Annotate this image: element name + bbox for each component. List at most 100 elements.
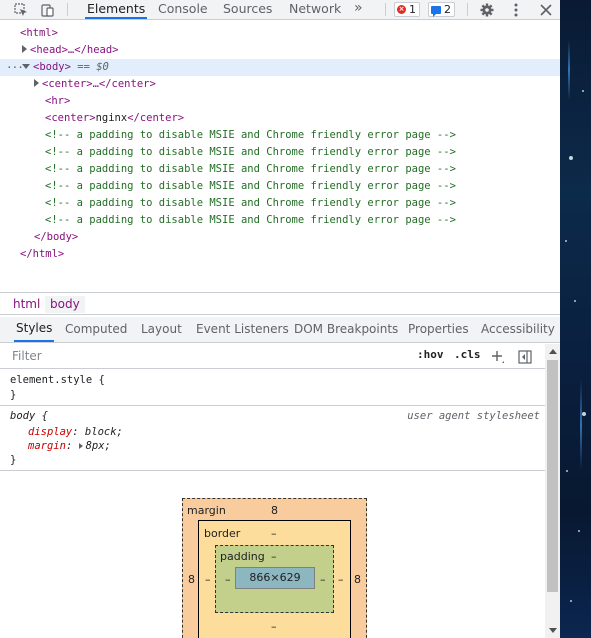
error-count-badge[interactable]: × 1	[394, 2, 420, 17]
star	[574, 300, 576, 302]
margin-top-value[interactable]: 8	[271, 504, 278, 517]
tab-console[interactable]: Console	[158, 1, 208, 16]
tab-layout[interactable]: Layout	[141, 322, 182, 336]
head-tag: <head>…</head>	[30, 44, 119, 56]
star	[565, 240, 567, 242]
dom-comment[interactable]: <!-- a padding to disable MSIE and Chrom…	[0, 195, 560, 212]
element-style-rule[interactable]: element.style { }	[0, 370, 545, 406]
dom-node-body-close[interactable]: </body>	[0, 229, 560, 246]
expand-shorthand-icon[interactable]	[78, 443, 83, 449]
border-label: border	[204, 527, 241, 540]
tab-sources[interactable]: Sources	[223, 1, 273, 16]
toolbar-divider	[67, 3, 68, 16]
dom-comment[interactable]: <!-- a padding to disable MSIE and Chrom…	[0, 144, 560, 161]
box-model-content[interactable]: 866×629	[235, 567, 315, 589]
sidebar-tabs: Styles Computed Layout Event Listeners D…	[0, 317, 560, 343]
tab-properties[interactable]: Properties	[408, 322, 469, 336]
toggle-sidebar-icon[interactable]	[517, 347, 533, 366]
more-options-dots[interactable]: ···	[6, 61, 24, 74]
border-right-value[interactable]: –	[338, 573, 344, 586]
display-declaration[interactable]: display: block;	[28, 426, 123, 438]
light-streak	[580, 380, 582, 470]
new-style-rule-icon[interactable]	[490, 347, 506, 366]
star	[569, 156, 573, 160]
dom-tree: <html> <head>…</head> ···<body> == $0 <c…	[0, 22, 560, 290]
center-tag: <center>…</center>	[42, 78, 156, 90]
hr-tag: <hr>	[45, 95, 71, 107]
kebab-menu-icon[interactable]	[506, 0, 526, 19]
element-style-selector[interactable]: element.style {	[10, 374, 105, 386]
padding-top-value[interactable]: –	[271, 550, 277, 563]
tab-event-listeners[interactable]: Event Listeners	[196, 322, 289, 336]
styles-scrollbar[interactable]	[545, 344, 560, 638]
dom-node-center-2[interactable]: <center>nginx</center>	[0, 110, 560, 127]
selected-node-marker: == $0	[77, 61, 109, 73]
border-bottom-value[interactable]: –	[271, 620, 277, 633]
margin-left-value[interactable]: 8	[188, 573, 195, 586]
more-tabs-button[interactable]: »	[354, 0, 363, 16]
scroll-down-arrow-icon[interactable]	[549, 628, 557, 633]
expand-triangle-icon[interactable]	[34, 79, 39, 87]
margin-declaration[interactable]: margin: 8px;	[28, 440, 111, 452]
display-value: block;	[84, 426, 123, 438]
tab-styles[interactable]: Styles	[14, 317, 55, 342]
filter-input[interactable]: Filter	[12, 349, 42, 363]
error-icon: ×	[397, 5, 406, 14]
styles-filter-bar: Filter :hov .cls	[0, 344, 545, 369]
tab-accessibility[interactable]: Accessibility	[481, 322, 555, 336]
dom-node-head[interactable]: <head>…</head>	[0, 42, 560, 59]
device-toolbar-icon[interactable]	[37, 0, 59, 19]
comment-text: <!-- a padding to disable MSIE and Chrom…	[45, 129, 456, 141]
breadcrumb-html[interactable]: html	[13, 297, 41, 311]
inspect-element-icon[interactable]	[10, 0, 32, 19]
dom-node-hr[interactable]: <hr>	[0, 93, 560, 110]
tab-network[interactable]: Network	[289, 1, 342, 16]
margin-right-value[interactable]: 8	[354, 573, 361, 586]
star	[582, 412, 586, 416]
margin-value: 8px;	[85, 440, 111, 452]
padding-left-value[interactable]: –	[225, 573, 231, 586]
breadcrumb-body[interactable]: body	[45, 296, 85, 313]
dom-node-html-close[interactable]: </html>	[0, 246, 560, 263]
padding-right-value[interactable]: –	[320, 573, 326, 586]
body-selector[interactable]: body {	[10, 410, 48, 422]
collapse-triangle-icon[interactable]	[22, 64, 30, 69]
body-user-agent-rule[interactable]: body { user agent stylesheet display: bl…	[0, 407, 545, 471]
dom-node-body-selected[interactable]: ···<body> == $0	[0, 59, 560, 76]
scrollbar-thumb[interactable]	[547, 360, 558, 592]
dom-comment[interactable]: <!-- a padding to disable MSIE and Chrom…	[0, 178, 560, 195]
settings-gear-icon[interactable]	[477, 0, 497, 19]
comment-text: <!-- a padding to disable MSIE and Chrom…	[45, 214, 456, 226]
dom-comment[interactable]: <!-- a padding to disable MSIE and Chrom…	[0, 212, 560, 229]
expand-triangle-icon[interactable]	[22, 45, 27, 53]
scroll-up-arrow-icon[interactable]	[549, 349, 557, 354]
rule-close-brace: }	[10, 454, 17, 466]
tab-computed[interactable]: Computed	[65, 322, 128, 336]
comment-text: <!-- a padding to disable MSIE and Chrom…	[45, 146, 456, 158]
dom-comment[interactable]: <!-- a padding to disable MSIE and Chrom…	[0, 127, 560, 144]
hover-state-toggle[interactable]: :hov	[417, 348, 444, 361]
margin-label: margin	[187, 504, 226, 517]
border-left-value[interactable]: –	[205, 573, 211, 586]
tab-dom-breakpoints[interactable]: DOM Breakpoints	[294, 322, 399, 336]
dom-node-html-open[interactable]: <html>	[0, 25, 560, 42]
display-property: display	[28, 426, 73, 438]
class-toggle[interactable]: .cls	[454, 348, 481, 361]
tab-elements[interactable]: Elements	[85, 0, 148, 19]
close-icon[interactable]	[536, 0, 556, 19]
message-count: 2	[444, 3, 451, 16]
comment-text: <!-- a padding to disable MSIE and Chrom…	[45, 163, 456, 175]
dom-node-center-1[interactable]: <center>…</center>	[0, 76, 560, 93]
message-count-badge[interactable]: 2	[428, 2, 455, 17]
star	[578, 530, 580, 532]
style-rules: element.style { } body { user agent styl…	[0, 370, 545, 638]
devtools-toolbar: Elements Console Sources Network » × 1 2	[0, 0, 560, 20]
center-close-tag: </center>	[127, 112, 185, 124]
center-open-tag: <center>	[45, 112, 96, 124]
border-top-value[interactable]: –	[271, 527, 277, 540]
page-background-image	[560, 0, 591, 638]
dom-comment[interactable]: <!-- a padding to disable MSIE and Chrom…	[0, 161, 560, 178]
light-streak	[568, 40, 570, 100]
comment-text: <!-- a padding to disable MSIE and Chrom…	[45, 197, 456, 209]
error-count: 1	[409, 3, 416, 16]
